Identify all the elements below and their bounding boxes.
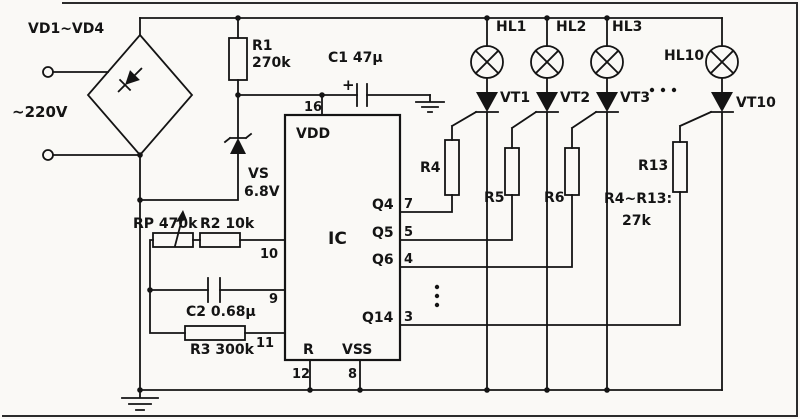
label-hl3: HL3 <box>612 19 642 35</box>
power-terminals: ~220V <box>12 66 68 161</box>
wire-oscillator <box>149 239 286 334</box>
ic-label-q4: Q4 <box>372 197 394 213</box>
zener-triangle-icon <box>230 138 246 154</box>
wire-q14-out <box>399 110 713 326</box>
bridge-diode-icon <box>117 67 143 93</box>
lamp-hl2: HL2 <box>530 17 586 79</box>
terminal-top-icon <box>42 66 54 78</box>
label-c1: C1 47μ <box>328 50 383 66</box>
ic-label-vss: VSS <box>342 342 372 358</box>
gate-resistor-note: R4~R13: 27k <box>604 191 672 229</box>
pin-number-4: 4 <box>404 252 413 267</box>
pin-number-3: 3 <box>404 310 413 325</box>
ic-block: VDD IC Q4 Q5 Q6 Q14 R VSS 16 7 5 4 3 10 … <box>256 100 413 382</box>
terminal-bottom-icon <box>42 149 54 161</box>
thyristor-vt1: VT1 <box>475 77 530 391</box>
thyristor-vt10-icon <box>711 92 733 112</box>
label-r4: R4 <box>420 160 441 176</box>
wire-vdd-line <box>237 94 431 116</box>
wire-vs <box>139 94 239 201</box>
thyristor-vt3: VT3 <box>595 77 650 391</box>
ground-c1-icon <box>415 94 445 113</box>
ic-label: IC <box>328 229 347 249</box>
thyristor-vt1-icon <box>476 92 498 112</box>
label-r1: R1 <box>252 38 273 54</box>
label-c2: C2 0.68μ <box>186 304 256 320</box>
capacitor-c2: C2 0.68μ <box>186 277 256 320</box>
label-note-2: 27k <box>622 213 651 229</box>
label-r13: R13 <box>638 158 668 174</box>
bridge-rectifier: VD1~VD4 <box>28 21 194 157</box>
thyristor-vt10: VT10 <box>710 77 776 391</box>
wire-q5-out <box>399 110 538 241</box>
ic-label-reset: R <box>303 342 314 358</box>
bridge-diamond <box>86 33 194 157</box>
thyristor-vt3-icon <box>596 92 618 112</box>
resistor-r4: R4 <box>420 139 460 196</box>
pin-number-5: 5 <box>404 225 413 240</box>
resistor-r2: R2 10k <box>199 216 255 248</box>
label-r6: R6 <box>544 190 565 206</box>
label-bridge: VD1~VD4 <box>28 21 104 37</box>
ground-main-icon <box>121 389 159 411</box>
label-r5: R5 <box>484 190 505 206</box>
ellipsis-horizontal-icon <box>649 87 677 93</box>
resistor-r5: R5 <box>484 147 520 206</box>
thyristor-vt2-icon <box>536 92 558 112</box>
label-hl10: HL10 <box>664 48 704 64</box>
label-note-1: R4~R13: <box>604 191 672 207</box>
ic-label-q6: Q6 <box>372 252 394 268</box>
label-mains: ~220V <box>12 103 68 121</box>
wire-q6-out <box>399 110 598 268</box>
rp-wiper-icon <box>173 217 184 248</box>
ic-label-q5: Q5 <box>372 225 394 241</box>
label-rp: RP 470k <box>133 216 198 232</box>
lamp-hl1: HL1 <box>470 17 526 79</box>
wire-bridge-stubs <box>52 17 141 156</box>
wire-pin12-pin8 <box>309 359 361 391</box>
pin-number-8: 8 <box>348 367 357 382</box>
resistor-r1: R1 270k <box>228 37 291 81</box>
pin-number-9: 9 <box>269 292 278 307</box>
label-vt2: VT2 <box>560 90 590 106</box>
lamp-hl10: HL10 <box>664 17 739 79</box>
c2-plates-icon <box>207 277 221 303</box>
c1-plates-icon <box>356 83 368 107</box>
pin-number-10: 10 <box>260 247 278 262</box>
pin-number-7: 7 <box>404 197 413 212</box>
label-hl2: HL2 <box>556 19 586 35</box>
label-r2: R2 10k <box>200 216 255 232</box>
label-vs: VS <box>248 166 269 182</box>
label-hl1: HL1 <box>496 19 526 35</box>
label-vt1: VT1 <box>500 90 530 106</box>
zener-vs: VS 6.8V <box>223 132 280 200</box>
resistor-r3: R3 300k <box>184 325 255 358</box>
pin-number-16: 16 <box>304 100 322 115</box>
lamp-hl3: HL3 <box>590 17 642 79</box>
potentiometer-rp: RP 470k <box>133 210 198 248</box>
resistor-r6: R6 <box>544 147 580 206</box>
zener-bar-icon <box>223 132 253 144</box>
pin-number-12: 12 <box>292 367 310 382</box>
label-vs-value: 6.8V <box>244 184 280 200</box>
capacitor-c1: C1 47μ + <box>328 50 383 107</box>
thyristor-vt2: VT2 <box>535 77 590 391</box>
label-vt3: VT3 <box>620 90 650 106</box>
pin-number-11: 11 <box>256 336 274 351</box>
rp-wiper-arrowhead-icon <box>176 210 187 222</box>
ellipsis-vertical-icon <box>434 284 440 308</box>
label-c1-plus: + <box>342 76 355 94</box>
wire-q4-out <box>399 110 478 213</box>
junction-dots <box>137 15 610 393</box>
resistor-r13: R13 <box>638 141 688 193</box>
ic-label-q14: Q14 <box>362 310 394 326</box>
label-r3: R3 300k <box>190 342 255 358</box>
wiring <box>52 17 723 391</box>
ic-label-vdd: VDD <box>296 126 330 142</box>
label-vt10: VT10 <box>736 95 776 111</box>
label-r1-value: 270k <box>252 55 291 71</box>
